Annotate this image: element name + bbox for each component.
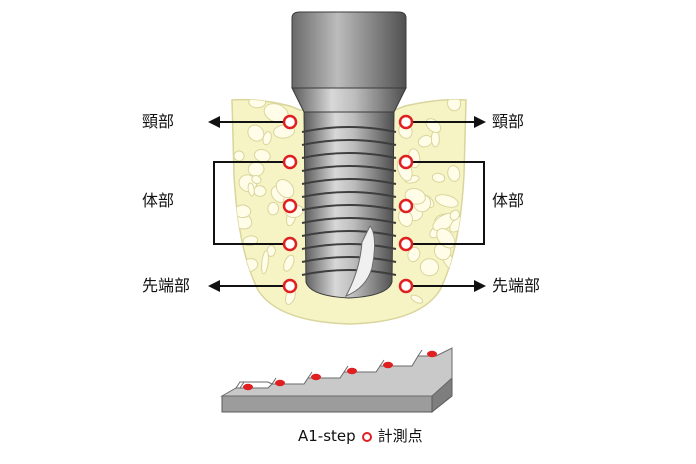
bone-pocket bbox=[407, 246, 421, 263]
implant bbox=[291, 11, 407, 299]
label-tip-left: 先端部 bbox=[142, 276, 191, 295]
measurement-point-ring-icon bbox=[398, 114, 414, 130]
bone-pocket bbox=[434, 194, 459, 208]
implant-threads bbox=[301, 126, 397, 276]
bone-pocket bbox=[247, 311, 266, 324]
step-block-front bbox=[221, 395, 433, 413]
arrow-right-icon bbox=[474, 116, 486, 128]
bone-pocket bbox=[247, 124, 265, 142]
bone-pocket bbox=[275, 179, 295, 199]
measurement-point-ring-icon bbox=[398, 154, 414, 170]
step-riser bbox=[343, 365, 349, 373]
thread-ridge bbox=[301, 256, 397, 263]
a1-step-block bbox=[220, 347, 453, 414]
bone-pocket bbox=[247, 182, 255, 197]
measurement-point-ring-icon bbox=[398, 236, 414, 252]
bone-pocket bbox=[447, 165, 461, 182]
step-measurement-points bbox=[243, 350, 437, 391]
thread-ridge bbox=[301, 243, 397, 250]
step-riser bbox=[379, 359, 385, 367]
measurement-point-ring-icon bbox=[282, 278, 298, 294]
arrow-left-icon bbox=[208, 116, 220, 128]
measurement-point-ring-icon bbox=[282, 154, 298, 170]
bone-pocket bbox=[449, 209, 460, 221]
step-riser bbox=[239, 381, 245, 389]
thread-ridge bbox=[301, 126, 397, 133]
arrow-neck-right bbox=[412, 116, 486, 128]
legend-device-label: A1-step bbox=[298, 427, 356, 445]
bone-pocket bbox=[447, 99, 462, 112]
arrow-left-icon bbox=[208, 280, 220, 292]
thread-ridge bbox=[301, 230, 397, 237]
measurement-points bbox=[282, 114, 414, 294]
thread-ridge bbox=[301, 178, 397, 185]
bone-pocket bbox=[248, 291, 259, 301]
legend: A1-step 計測点 bbox=[298, 429, 423, 444]
measurement-point-ring-icon bbox=[282, 198, 298, 214]
thread-ridge bbox=[301, 269, 397, 276]
bone-pocket bbox=[251, 175, 262, 185]
legend-marker-label: 計測点 bbox=[377, 427, 423, 445]
step-measurement-dot bbox=[311, 373, 321, 381]
bone-pocket bbox=[267, 201, 280, 216]
step-measurement-dot bbox=[243, 383, 253, 391]
arrow-neck-left bbox=[208, 116, 284, 128]
bone-pocket bbox=[419, 258, 440, 277]
bone-pocket bbox=[233, 150, 245, 162]
bone-pocket bbox=[248, 99, 267, 109]
thread-ridge bbox=[301, 165, 397, 172]
step-measurement-dot bbox=[427, 350, 437, 358]
label-body-left: 体部 bbox=[142, 191, 175, 210]
implant-cap bbox=[291, 11, 407, 89]
step-measurement-dot bbox=[275, 379, 285, 387]
bone-pocket bbox=[261, 250, 269, 275]
step-edges bbox=[235, 381, 273, 389]
thread-ridge bbox=[301, 139, 397, 146]
implant-cutting-flute bbox=[344, 225, 376, 297]
thread-ridge bbox=[301, 152, 397, 159]
body-bracket-right bbox=[406, 161, 485, 245]
step-riser bbox=[271, 377, 277, 385]
step-risers bbox=[239, 349, 423, 389]
label-neck-right: 頸部 bbox=[492, 112, 525, 131]
implant-collar bbox=[291, 87, 407, 113]
bone-pocket bbox=[269, 310, 280, 324]
thread-ridge bbox=[301, 204, 397, 211]
bone-pocket bbox=[410, 294, 424, 304]
measurement-point-ring-icon bbox=[282, 236, 298, 252]
bone-pocket bbox=[429, 301, 447, 320]
step-measurement-dot bbox=[383, 361, 393, 369]
step-riser bbox=[307, 371, 313, 379]
label-neck-left: 頸部 bbox=[142, 112, 175, 131]
arrow-right-icon bbox=[474, 280, 486, 292]
bone-pocket bbox=[447, 294, 466, 318]
thread-ridge bbox=[301, 217, 397, 224]
arrow-tip-right bbox=[412, 280, 486, 292]
measurement-point-ring-icon bbox=[282, 114, 298, 130]
arrow-tip-left bbox=[208, 280, 284, 292]
bone-pocket bbox=[431, 172, 446, 183]
measurement-point-ring-icon bbox=[361, 431, 372, 442]
bone-pocket bbox=[430, 130, 440, 148]
label-body-right: 体部 bbox=[492, 191, 525, 210]
bone-pocket bbox=[232, 259, 247, 277]
thread-ridge bbox=[301, 191, 397, 198]
step-measurement-dot bbox=[347, 367, 357, 375]
step-block-top bbox=[220, 347, 453, 397]
bone-pocket bbox=[283, 254, 295, 272]
measurement-point-ring-icon bbox=[398, 278, 414, 294]
body-bracket-left bbox=[213, 161, 288, 245]
label-tip-right: 先端部 bbox=[492, 276, 541, 295]
measurement-point-ring-icon bbox=[398, 198, 414, 214]
step-riser bbox=[417, 349, 423, 357]
